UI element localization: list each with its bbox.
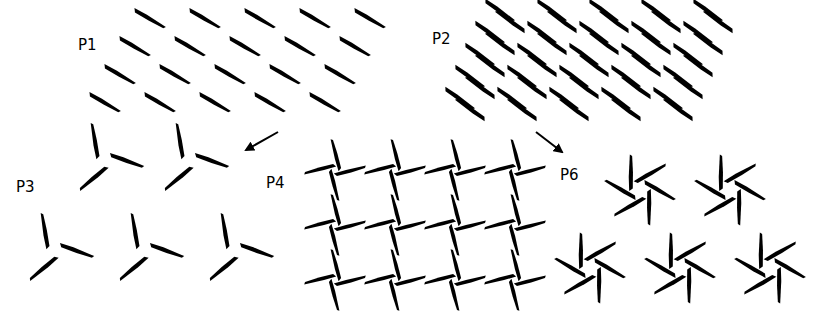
group-label: P1 [78, 38, 97, 53]
group-label: P6 [560, 168, 579, 183]
group-label: P2 [432, 32, 451, 47]
group-label: P3 [16, 180, 35, 195]
group-label: P4 [266, 176, 285, 191]
